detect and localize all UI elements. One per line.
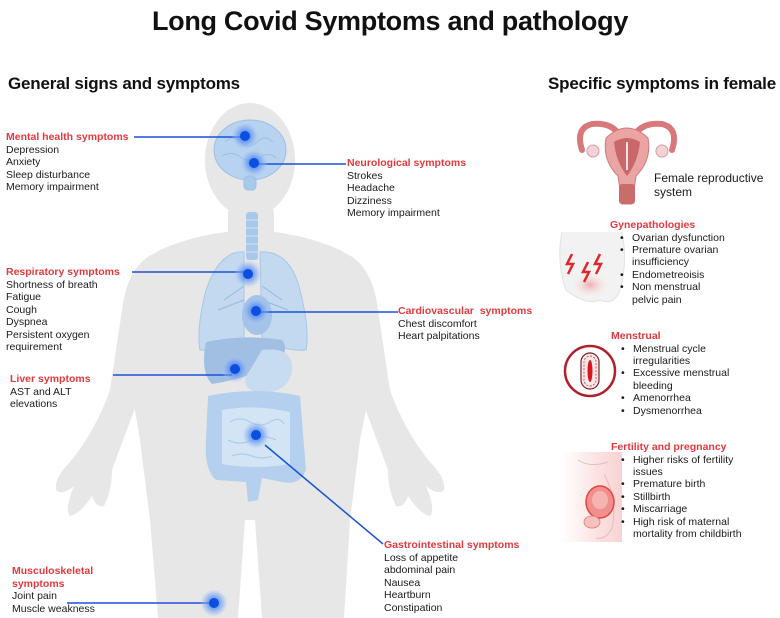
symptom-item: Dizziness <box>347 194 392 207</box>
menstrual-block: Menstrual Menstrual cycleirregularities … <box>611 330 729 417</box>
gastrointestinal-heading: Gastrointestinal symptoms <box>384 539 520 551</box>
symptom-item: elevations <box>10 398 58 411</box>
liver-block: Liver symptoms AST and ALT elevations <box>10 373 91 411</box>
symptom-item: Heart palpitations <box>398 330 480 343</box>
menstrual-heading: Menstrual <box>611 330 661 342</box>
symptom-item: Memory impairment <box>347 207 440 220</box>
symptom-item: Headache <box>347 182 395 195</box>
mental-health-block: Mental health symptoms Depression Anxiet… <box>6 131 129 194</box>
respiratory-heading: Respiratory symptoms <box>6 266 120 278</box>
symptom-item: Fatigue <box>6 291 42 304</box>
symptom-item: Shortness of breath <box>6 278 98 291</box>
marker-respiratory <box>234 260 262 288</box>
female-section-heading: Specific symptoms in female <box>548 74 776 93</box>
symptom-item: Persistent oxygen <box>6 328 90 341</box>
connector-lines <box>67 136 398 604</box>
fertility-heading: Fertility and pregnancy <box>611 441 727 453</box>
symptom-item: Loss of appetite <box>384 551 459 564</box>
bullet-item: Premature birth <box>621 478 742 491</box>
symptom-item: Anxiety <box>6 156 41 169</box>
marker-musculoskeletal <box>200 589 228 617</box>
symptom-item: Muscle weakness <box>12 602 95 615</box>
symptom-item: Cough <box>6 303 37 316</box>
bullet-item: Stillbirth <box>621 491 742 504</box>
mental-health-heading: Mental health symptoms <box>6 131 129 143</box>
gynepathologies-heading: Gynepathologies <box>610 219 696 231</box>
bullet-item: Miscarriage <box>621 503 742 516</box>
symptom-markers <box>200 122 270 617</box>
symptom-item: Depression <box>6 143 60 156</box>
stomach-icon <box>245 349 293 393</box>
marker-liver <box>221 355 249 383</box>
neurological-heading: Neurological symptoms <box>347 157 467 169</box>
uterus-icon <box>577 120 677 205</box>
label-line: system <box>654 185 693 199</box>
symptom-item: Nausea <box>384 576 421 589</box>
fertility-block: Fertility and pregnancy Higher risks of … <box>611 441 742 540</box>
trachea-rings <box>246 219 258 253</box>
symptom-item: Joint pain <box>12 590 57 602</box>
symptom-item: Constipation <box>384 601 443 614</box>
bullet-item: Endometreoisis <box>620 269 725 282</box>
lungs-icon <box>198 251 308 351</box>
cardiovascular-heading: Cardiovascular symptoms <box>398 305 533 317</box>
pregnancy-icon <box>560 452 622 542</box>
respiratory-block: Respiratory symptoms Shortness of breath… <box>6 266 120 354</box>
symptom-item: requirement <box>6 341 63 354</box>
bullet-item: Amenorrhea <box>621 392 729 405</box>
symptom-item: Sleep disturbance <box>6 168 91 181</box>
gastrointestinal-block: Gastrointestinal symptoms Loss of appeti… <box>384 539 519 614</box>
bullet-item: Ovarian dysfunction <box>620 232 725 245</box>
neurological-block: Neurological symptoms Strokes Headache D… <box>347 157 466 220</box>
marker-cardiovascular <box>242 297 270 325</box>
symptom-item: Heartburn <box>384 589 431 602</box>
symptom-item: Dyspnea <box>6 316 48 329</box>
bullet-item: Dysmenorrhea <box>621 405 729 418</box>
menstrual-pad-icon <box>563 344 617 398</box>
musculoskeletal-heading-line1: Musculoskeletal <box>12 565 94 577</box>
symptom-item: Chest discomfort <box>398 317 477 330</box>
gynepathologies-block: Gynepathologies Ovarian dysfunction Prem… <box>610 219 725 306</box>
marker-neurological <box>240 149 268 177</box>
symptom-item: Strokes <box>347 169 383 182</box>
reproductive-system-label: Female reproductive system <box>654 171 763 199</box>
symptom-item: AST and ALT <box>10 385 72 398</box>
page-title: Long Covid Symptoms and pathology <box>151 6 629 36</box>
general-section-heading: General signs and symptoms <box>8 74 240 93</box>
liver-heading: Liver symptoms <box>10 373 91 385</box>
musculoskeletal-block: Musculoskeletal symptoms Joint pain Musc… <box>12 565 95 615</box>
label-line: Female reproductive <box>654 171 764 185</box>
marker-gastrointestinal <box>242 421 270 449</box>
pelvic-pain-icon <box>559 231 626 303</box>
musculoskeletal-heading-line2: symptoms <box>12 577 65 590</box>
marker-mental <box>231 122 259 150</box>
cardiovascular-block: Cardiovascular symptoms Chest discomfort… <box>398 305 532 343</box>
symptom-item: Memory impairment <box>6 181 99 194</box>
symptom-item: abdominal pain <box>384 564 456 577</box>
line-gastrointestinal <box>264 444 384 545</box>
